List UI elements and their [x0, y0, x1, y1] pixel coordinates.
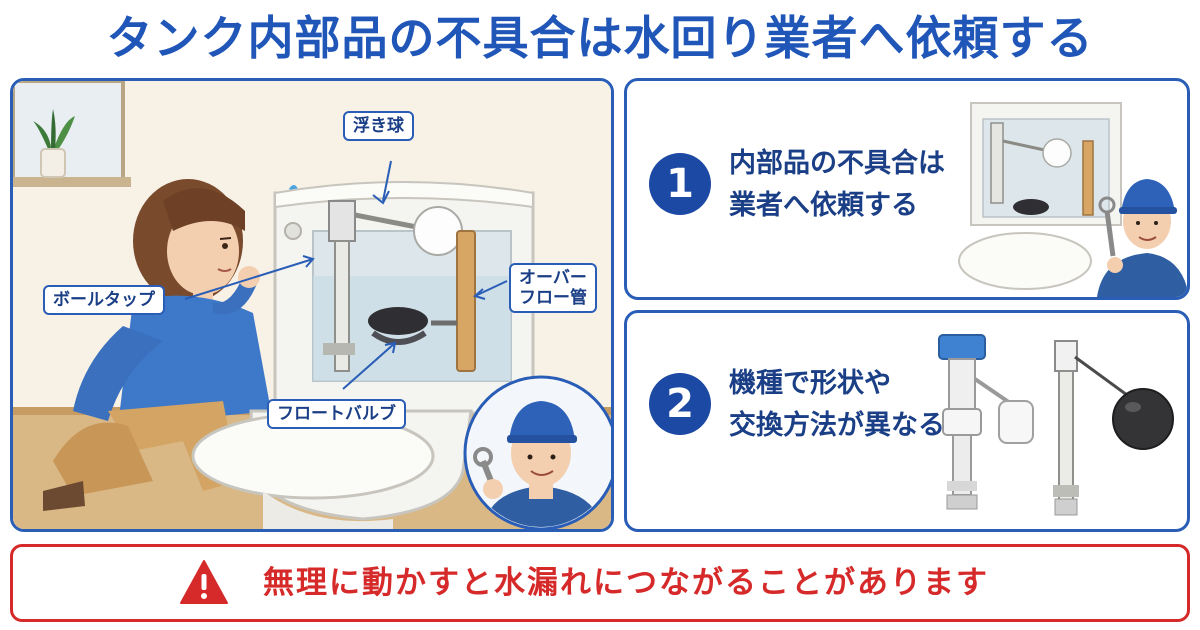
- step-1-number: 1: [649, 153, 711, 215]
- step-1-line1: 内部品の不具合は: [729, 148, 945, 179]
- step-1-text: 内部品の不具合は 業者へ依頼する: [729, 143, 945, 227]
- overflow-pipe-label: オーバー フロー管: [509, 263, 597, 313]
- step-2-line2: 交換方法が異なる: [729, 410, 945, 441]
- overflow-pipe-label-line1: オーバー: [519, 268, 587, 288]
- step-1-panel: 1 内部品の不具合は 業者へ依頼する: [624, 78, 1190, 300]
- flot-valve-label: フロートバルブ: [267, 399, 406, 429]
- step-2-number: 2: [649, 373, 711, 435]
- warning-text: 無理に動かすと水漏れにつながることがあります: [263, 565, 989, 601]
- page-title: タンク内部品の不具合は水回り業者へ依頼する: [106, 11, 1094, 65]
- warning-triangle-icon: [180, 560, 228, 604]
- main-illustration-panel: 浮き球 ボールタップ オーバー フロー管 フロートバルブ: [10, 78, 614, 532]
- step-2-line1: 機種で形状や: [729, 368, 891, 399]
- step-2-panel: 2 機種で形状や 交換方法が異なる: [624, 310, 1190, 532]
- step-1-line2: 業者へ依頼する: [729, 190, 918, 221]
- warning-banner: 無理に動かすと水漏れにつながることがあります: [10, 544, 1190, 622]
- overflow-pipe-label-line2: フロー管: [519, 288, 587, 308]
- ball-tap-parts-illustration: [938, 334, 1174, 516]
- ball-tap-label: ボールタップ: [43, 285, 165, 315]
- toilet-tank-illustration: [13, 81, 611, 529]
- float-ball-label: 浮き球: [343, 111, 414, 141]
- tank-and-worker-illustration: [958, 102, 1187, 297]
- step-2-text: 機種で形状や 交換方法が異なる: [729, 363, 945, 447]
